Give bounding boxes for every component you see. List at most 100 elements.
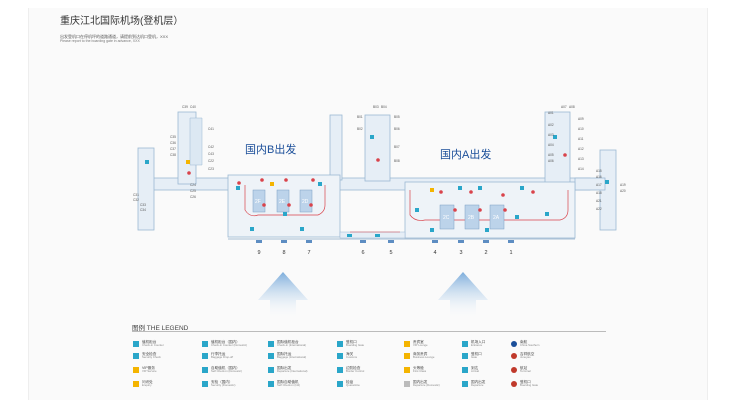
gate-a09: A09: [578, 117, 584, 121]
legend-divider: [132, 331, 606, 332]
gate-b06: B06: [394, 127, 400, 131]
gate-c42: C42: [208, 145, 214, 149]
gate-a05: A05: [548, 153, 554, 157]
counter-2d[interactable]: [299, 189, 313, 213]
legend-item: 安检（国内）Security (Domestic): [202, 380, 235, 388]
gate-a02: A02: [548, 123, 554, 127]
counter-2c[interactable]: [439, 204, 455, 230]
gate-c35: C35: [170, 135, 176, 139]
gate-c31: C31: [133, 193, 139, 197]
legend-label-en: Check-in (International): [277, 343, 307, 348]
legend-icon: [337, 353, 343, 359]
gate-b04: B04: [381, 105, 387, 109]
legend-label-cn: 航站: [520, 366, 528, 370]
legend-label-cn: 安检（国内）: [211, 380, 233, 384]
entrance-number-8: 8: [283, 250, 286, 256]
legend-label-en: Departure (Domestic): [413, 383, 440, 388]
gate-a22: A22: [596, 207, 602, 211]
gate-a03: A03: [548, 133, 554, 137]
legend-icon: [404, 381, 410, 387]
legend-label-cn: 吉祥航空: [520, 352, 535, 356]
legend-label-cn: 国内出发: [413, 380, 428, 384]
gate-a15: A15: [596, 169, 602, 173]
gate-a07: A07: [561, 105, 567, 109]
gate-b01: B01: [357, 115, 363, 119]
legend-label-en: Baggage (International): [277, 355, 307, 360]
gate-a11: A11: [578, 137, 584, 141]
gate-b03: B03: [373, 105, 379, 109]
legend-icon: [404, 341, 410, 347]
pier-c-left: [137, 147, 155, 231]
gate-c43: C43: [208, 152, 214, 156]
counter-label-2d: 2D: [302, 199, 309, 205]
counter-2f[interactable]: [252, 189, 266, 213]
legend-label-cn: 头等舱: [413, 366, 424, 370]
entrance-number-5: 5: [390, 250, 393, 256]
legend-label-cn: 登机口: [346, 340, 357, 344]
zone-b-label: 国内B出发: [245, 142, 296, 156]
legend-icon: [133, 367, 139, 373]
legend-label-cn: VIP服务: [142, 366, 155, 370]
gate-a04: A04: [548, 143, 554, 147]
legend-label-en: Check-in Counter (Domestic): [211, 343, 248, 348]
legend-icon: [511, 341, 517, 347]
legend-label-cn: 边防检查: [346, 366, 361, 370]
legend-label-cn: 商务贵宾: [413, 352, 428, 356]
entrance-door-3: [458, 240, 464, 243]
legend-label-en: Gate: [471, 355, 478, 360]
gate-c23: C23: [208, 167, 214, 171]
gate-c26: C26: [190, 195, 196, 199]
legend-label-en: Entrance: [471, 343, 483, 348]
zone-a-label: 国内A出发: [440, 147, 491, 161]
legend-label-en: China Southern: [520, 343, 540, 348]
entrance-number-2: 2: [485, 250, 488, 256]
legend-label-en: Arrival: [471, 369, 479, 374]
counter-label-2b: 2B: [468, 215, 475, 221]
legend-label-cn: 登机口: [520, 380, 531, 384]
legend-label-cn: 贵宾室: [413, 340, 424, 344]
gate-a21: A21: [596, 199, 602, 203]
boarding-markers: [187, 153, 567, 212]
legend-label-en: Self Check-in (Domestic): [211, 369, 242, 374]
gate-c39: C39: [182, 105, 188, 109]
pier-b-left: [329, 114, 343, 181]
entrance-number-3: 3: [460, 250, 463, 256]
legend-label-cn: 检疫: [346, 380, 354, 384]
gate-c36: C36: [170, 141, 176, 145]
legend-label-en: Departure (International): [277, 369, 308, 374]
counter-label-2f: 2F: [255, 199, 261, 205]
counter-2b[interactable]: [464, 204, 480, 230]
legend-icon: [511, 381, 517, 387]
gate-c32: C32: [133, 198, 139, 202]
entrance-door-1: [508, 240, 514, 243]
legend-label-en: VIP Service: [142, 369, 157, 374]
flow-path-b: [244, 185, 326, 217]
legend-label-en: Juneyao: [520, 355, 531, 360]
facility-icons: [145, 135, 609, 237]
notice-cn: 出发登机口在停机坪的道路通道，请提前到达机口登机，XXX: [60, 34, 169, 39]
legend-label-cn: 国际自助值机: [277, 380, 299, 384]
gate-a16: A16: [596, 175, 602, 179]
entrance-number-4: 4: [434, 250, 437, 256]
legend-label-cn: 安全检查: [142, 352, 157, 356]
legend-label-en: Boarding Gate: [520, 383, 539, 388]
legend-icon: [268, 381, 274, 387]
legend-icon: [133, 341, 139, 347]
counter-2a[interactable]: [489, 204, 505, 230]
entrance-door-6: [360, 240, 366, 243]
legend-icon: [268, 353, 274, 359]
legend-label-en: Boarding Gate: [346, 343, 365, 348]
